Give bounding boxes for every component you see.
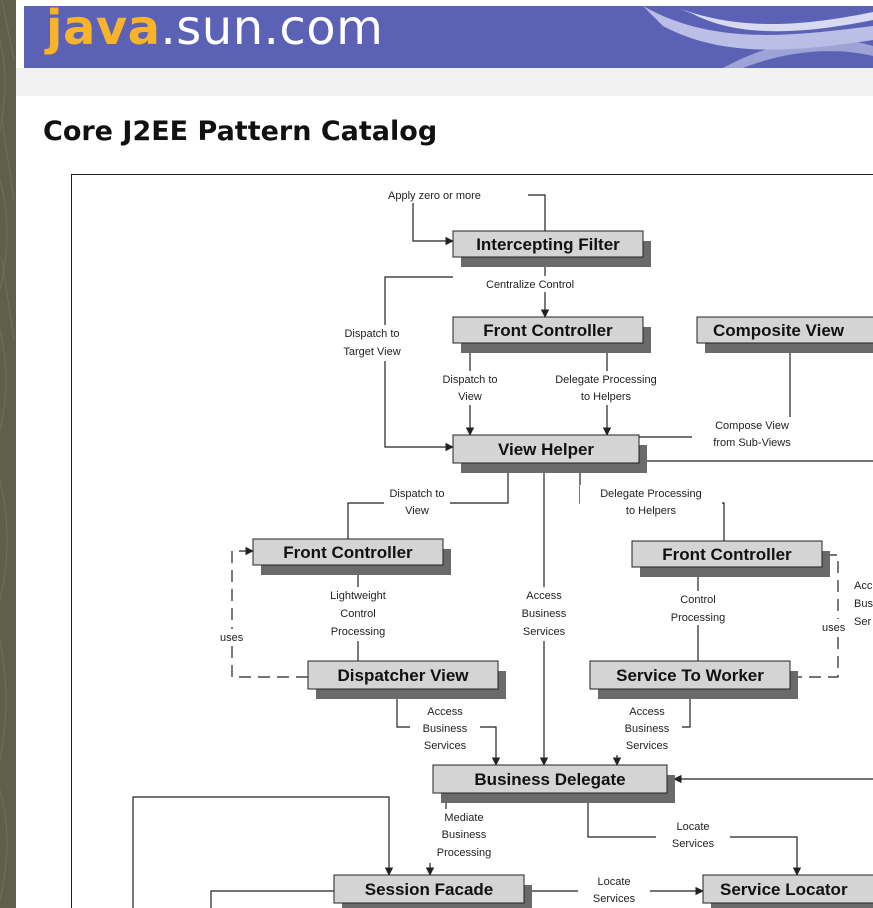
- label-access-mid-3: Services: [523, 626, 566, 638]
- label-lightweight-2: Control: [340, 608, 375, 620]
- label-lightweight-3: Processing: [331, 626, 385, 638]
- pattern-front-controller-left[interactable]: Front Controller: [252, 538, 451, 575]
- banner-gray-strip: [16, 68, 873, 96]
- connector-uses-left: [231, 546, 308, 678]
- label-delegate-helpers-b1: Delegate Processing: [600, 488, 702, 500]
- pattern-composite-view[interactable]: Composite View: [696, 316, 873, 353]
- site-banner: java.sun.com: [24, 6, 873, 68]
- pattern-relationship-diagram: Intercepting Filter Front Controller Com…: [132, 187, 873, 908]
- edge-labels: Apply zero or more Centralize Control Di…: [216, 187, 873, 907]
- svg-text:Composite View: Composite View: [713, 321, 845, 340]
- connector-apply-filter: [527, 194, 546, 231]
- label-compose-view-2: from Sub-Views: [713, 437, 791, 449]
- label-locate-bd-2: Services: [672, 838, 715, 850]
- pattern-front-controller-right[interactable]: Front Controller: [631, 540, 830, 577]
- connector-left-loop: [132, 796, 394, 908]
- label-delegate-helpers-b2: to Helpers: [626, 505, 677, 517]
- label-compose-view-1: Compose View: [715, 420, 789, 432]
- label-control-proc-1: Control: [680, 594, 715, 606]
- pattern-intercepting-filter[interactable]: Intercepting Filter: [452, 230, 651, 267]
- connector-bottom-left: [210, 890, 334, 908]
- pattern-view-helper[interactable]: View Helper: [452, 434, 647, 473]
- label-locate-sf-1: Locate: [597, 876, 630, 888]
- label-dispatch-view-b2: View: [405, 505, 429, 517]
- label-access-right-3: Ser: [854, 616, 871, 628]
- label-uses-left: uses: [220, 632, 244, 644]
- pattern-dispatcher-view[interactable]: Dispatcher View: [307, 660, 506, 699]
- label-delegate-helpers-1: Delegate Processing: [555, 374, 657, 386]
- svg-text:Service To Worker: Service To Worker: [616, 666, 764, 685]
- label-control-proc-2: Processing: [671, 612, 725, 624]
- label-access-right-2: Bus: [854, 598, 873, 610]
- banner-swoosh-graphic: [643, 6, 873, 68]
- label-dispatch-target-1: Dispatch to: [344, 328, 399, 340]
- label-access-mid-2: Business: [522, 608, 567, 620]
- label-dispatch-view-2: View: [458, 391, 482, 403]
- label-lightweight-1: Lightweight: [330, 590, 386, 602]
- svg-text:Front Controller: Front Controller: [662, 545, 792, 564]
- site-logo[interactable]: java.sun.com: [46, 6, 384, 56]
- label-access-stw-3: Services: [626, 740, 669, 752]
- label-access-stw-2: Business: [625, 723, 670, 735]
- svg-text:Dispatcher View: Dispatcher View: [337, 666, 469, 685]
- label-mediate-1: Mediate: [444, 812, 483, 824]
- label-access-dv-1: Access: [427, 706, 463, 718]
- label-uses-right: uses: [822, 622, 846, 634]
- label-dispatch-target-2: Target View: [343, 346, 400, 358]
- pattern-service-locator[interactable]: Service Locator: [702, 874, 873, 908]
- label-access-stw-1: Access: [629, 706, 665, 718]
- connector-apply-filter-left: [412, 195, 454, 246]
- pattern-service-to-worker[interactable]: Service To Worker: [589, 660, 798, 699]
- label-mediate-3: Processing: [437, 847, 491, 859]
- page-panel: java.sun.com Core J2EE Pattern Catalog: [16, 0, 873, 908]
- label-access-mid-1: Access: [526, 590, 562, 602]
- pattern-diagram-frame: Intercepting Filter Front Controller Com…: [71, 174, 873, 908]
- svg-text:Session Facade: Session Facade: [365, 880, 494, 899]
- label-locate-bd-1: Locate: [676, 821, 709, 833]
- label-dispatch-view-1: Dispatch to: [442, 374, 497, 386]
- svg-text:Service Locator: Service Locator: [720, 880, 848, 899]
- svg-text:Front Controller: Front Controller: [483, 321, 613, 340]
- pattern-front-controller-top[interactable]: Front Controller: [452, 316, 651, 353]
- svg-text:Front Controller: Front Controller: [283, 543, 413, 562]
- svg-text:Intercepting Filter: Intercepting Filter: [476, 235, 620, 254]
- label-access-dv-2: Business: [423, 723, 468, 735]
- label-locate-sf-2: Services: [593, 893, 636, 905]
- label-delegate-helpers-2: to Helpers: [581, 391, 632, 403]
- page-title: Core J2EE Pattern Catalog: [43, 116, 438, 147]
- label-centralize-control: Centralize Control: [486, 279, 574, 291]
- svg-text:View Helper: View Helper: [498, 440, 594, 459]
- pattern-business-delegate[interactable]: Business Delegate: [432, 764, 675, 803]
- label-apply-zero-or-more: Apply zero or more: [388, 190, 481, 202]
- label-access-dv-3: Services: [424, 740, 467, 752]
- label-mediate-2: Business: [442, 829, 487, 841]
- connector-dispatch-target-view: [384, 276, 454, 452]
- label-dispatch-view-b1: Dispatch to: [389, 488, 444, 500]
- svg-text:Business Delegate: Business Delegate: [474, 770, 625, 789]
- pattern-session-facade[interactable]: Session Facade: [333, 874, 532, 908]
- label-access-right-1: Acc: [854, 580, 873, 592]
